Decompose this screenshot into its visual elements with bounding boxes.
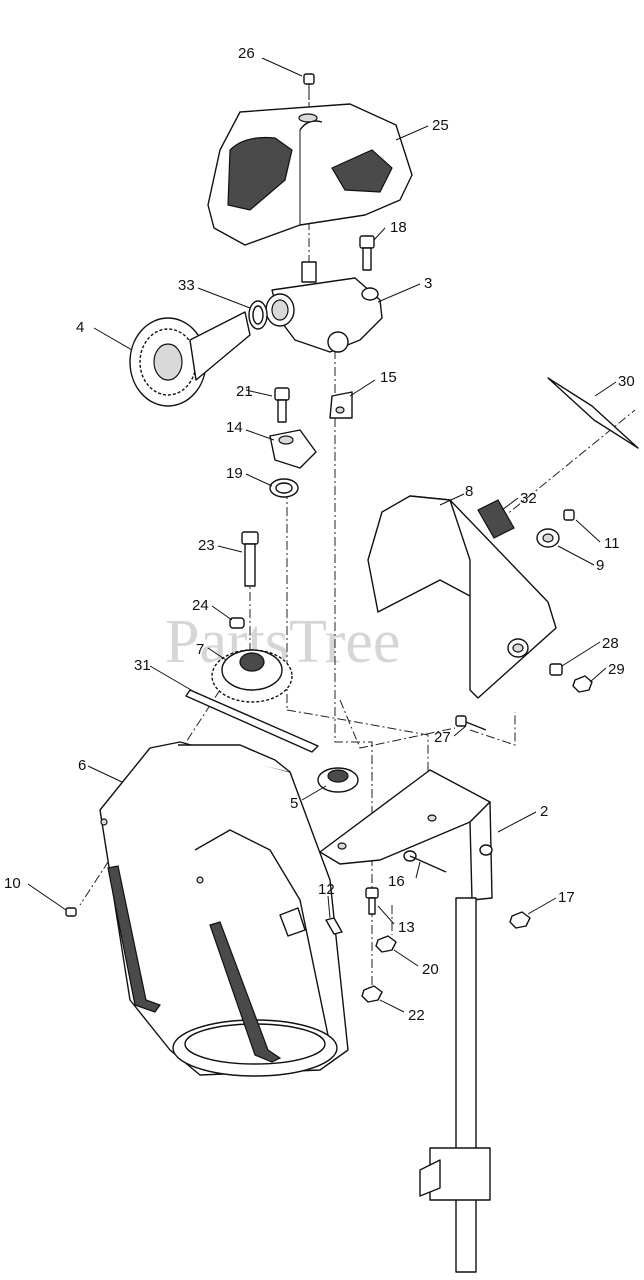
part-6-discharge-chute (99, 741, 349, 1077)
part-33-o-ring (248, 300, 268, 330)
part-3-gear-housing (265, 261, 383, 353)
callout-23: 23 (198, 537, 215, 554)
callout-14: 14 (226, 419, 243, 436)
callout-28: 28 (602, 635, 619, 652)
callout-11: 11 (604, 535, 620, 552)
part-15-bracket (329, 391, 353, 419)
callout-3: 3 (424, 275, 432, 292)
callout-31: 31 (134, 657, 151, 674)
callout-2: 2 (540, 803, 548, 820)
callout-12: 12 (318, 881, 335, 898)
callout-8: 8 (465, 483, 473, 500)
part-25-deflector-cover (207, 103, 413, 246)
callout-4: 4 (76, 319, 84, 336)
callout-leaders (27, 57, 617, 1013)
callout-9: 9 (596, 557, 604, 574)
part-23-shaft (241, 531, 259, 587)
callout-30: 30 (618, 373, 635, 390)
callout-18: 18 (390, 219, 407, 236)
callout-17: 17 (558, 889, 575, 906)
part-32-spring (477, 499, 515, 539)
part-27-bolt (455, 715, 487, 731)
part-28-spacer (549, 663, 563, 676)
callout-24: 24 (192, 597, 209, 614)
callout-33: 33 (178, 277, 195, 294)
callout-20: 20 (422, 961, 439, 978)
part-21-pin (274, 387, 290, 423)
part-9-bushing (536, 528, 560, 548)
callout-5: 5 (290, 795, 298, 812)
part-11-clip (563, 509, 575, 521)
part-14-lever (269, 429, 317, 469)
callout-26: 26 (238, 45, 255, 62)
callout-labels: 26 25 18 33 3 4 15 30 21 14 19 8 32 11 9… (4, 45, 635, 1024)
callout-27: 27 (434, 729, 451, 746)
callout-10: 10 (4, 875, 21, 892)
part-22-nut (361, 985, 383, 1003)
part-7-gear (211, 649, 293, 703)
callout-16: 16 (388, 873, 405, 890)
callout-32: 32 (520, 490, 537, 507)
callout-13: 13 (398, 919, 415, 936)
part-20-nut (375, 935, 397, 953)
part-2-mount-bracket (319, 769, 493, 1273)
part-24-nut (229, 617, 245, 629)
part-30-label (547, 377, 639, 449)
part-31-strip (185, 689, 319, 753)
callout-19: 19 (226, 465, 243, 482)
part-4-worm-gear (129, 311, 251, 407)
part-12-clip (325, 917, 343, 935)
part-19-spring (269, 478, 299, 498)
callout-15: 15 (380, 369, 397, 386)
part-18-bolt (359, 235, 375, 271)
callout-21: 21 (236, 383, 253, 400)
callout-22: 22 (408, 1007, 425, 1024)
callout-25: 25 (432, 117, 449, 134)
part-10-screw (65, 907, 77, 917)
part-13-bolt (365, 887, 379, 915)
callout-7: 7 (196, 641, 204, 658)
part-17-nut (509, 911, 531, 929)
part-29-nut (572, 675, 593, 693)
callout-29: 29 (608, 661, 625, 678)
callout-6: 6 (78, 757, 86, 774)
part-8-chute-deflector (367, 495, 557, 699)
part-26-screw (303, 73, 315, 100)
part-5-bushing (317, 767, 359, 793)
